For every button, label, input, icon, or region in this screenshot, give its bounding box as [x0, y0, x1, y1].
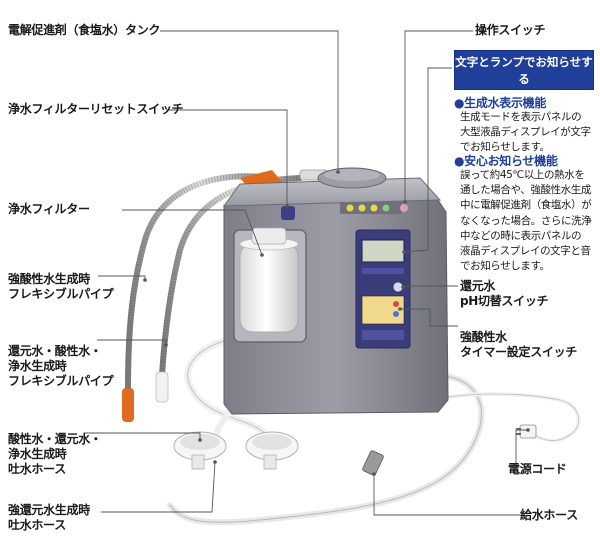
acid-pipe-tip: [122, 388, 134, 422]
label-tank: 電解促進剤（食塩水）タンク: [8, 23, 161, 37]
timer-switch-1: [393, 301, 399, 307]
label-operation-switch: 操作スイッチ: [475, 23, 546, 37]
label-reduced-pipe: 還元水・酸性水・ 浄水生成時 フレキシブルパイプ: [8, 344, 114, 388]
label-supply-hose: 給水ホース: [520, 508, 578, 522]
operation-switch: [400, 204, 408, 212]
feature-body-alert: 誤って約45℃以上の熱水を 通した場合や、強酸性水生成 中に電解促進剤（食塩水）…: [460, 169, 592, 273]
feature-heading-display: ●生成水表示機能: [454, 96, 547, 110]
reduced-pipe-tip: [155, 371, 169, 403]
label-filter-reset-switch: 浄水フィルターリセットスイッチ: [8, 102, 184, 116]
top-button-2: [358, 204, 366, 212]
timer-switch-2: [393, 311, 399, 317]
label-timer-switch: 強酸性水 タイマー設定スイッチ: [460, 330, 578, 359]
label-filter: 浄水フィルター: [8, 202, 90, 216]
label-ph-switch: 還元水 pH切替スイッチ: [460, 279, 549, 308]
feature-heading-alert: ●安心お知らせ機能: [454, 154, 558, 168]
label-acid-pipe: 強酸性水生成時 フレキシブルパイプ: [8, 272, 114, 301]
lcd-callout-title: 文字とランプでお知らせする 大型液晶ディスプレイ: [454, 50, 594, 103]
label-strong-reduced-hose: 強還元水生成時 吐水ホース: [8, 503, 90, 532]
label-outlet-hose: 酸性水・還元水・ 浄水生成時 吐水ホース: [8, 432, 102, 476]
top-button-4: [382, 204, 390, 212]
reset-switch: [281, 206, 295, 220]
acid-flexible-pipe: [125, 173, 275, 393]
supply-hose-connector: [362, 450, 384, 476]
label-power-cord: 電源コード: [508, 462, 567, 476]
feature-body-display: 生成モードを表示パネルの 大型液晶ディスプレイが文字 でお知らせします。: [460, 111, 591, 154]
top-button-1: [346, 204, 354, 212]
top-button-3: [370, 204, 378, 212]
